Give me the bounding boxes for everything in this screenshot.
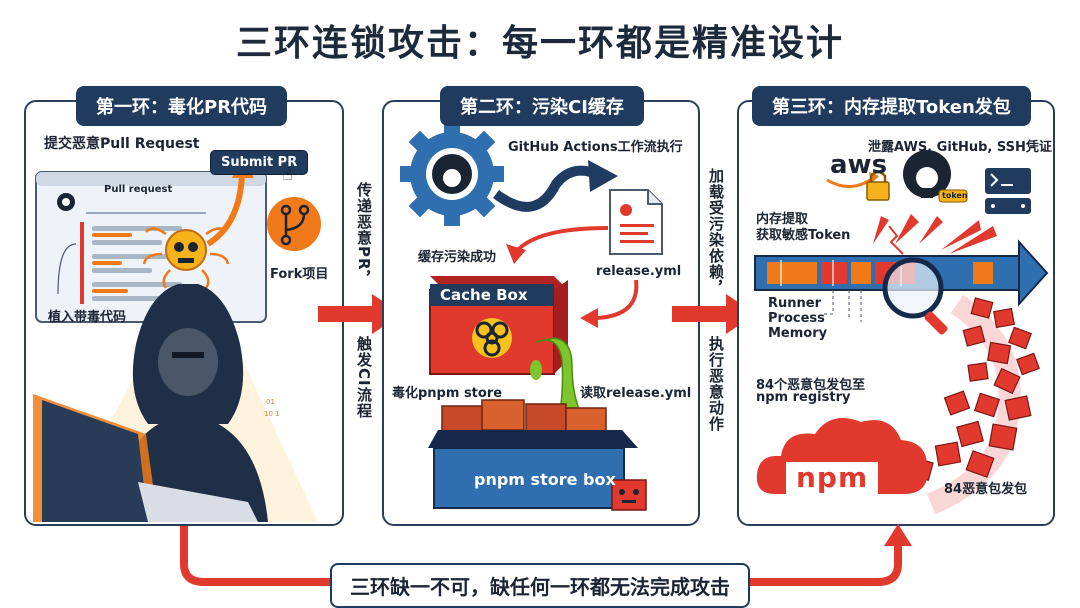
runner-label-3: Memory bbox=[768, 326, 828, 341]
aws-label: aws bbox=[830, 150, 888, 180]
token-tag: token bbox=[942, 191, 968, 200]
cache-success-label: 缓存污染成功 bbox=[418, 250, 497, 265]
lock-icon bbox=[866, 170, 890, 201]
actions-label: GitHub Actions工作流执行 bbox=[508, 140, 683, 155]
svg-text:10 1: 10 1 bbox=[264, 410, 280, 418]
svg-text:01: 01 bbox=[266, 398, 275, 406]
bottom-loop-arrow bbox=[180, 524, 912, 586]
github-icon bbox=[903, 150, 968, 203]
github-actions-gear-icon bbox=[400, 122, 504, 226]
fork-label: Fork项目 bbox=[270, 267, 329, 282]
read-release-label: 读取release.yml bbox=[580, 386, 692, 401]
connector1-bottom-text: 触发CI流程 bbox=[355, 336, 373, 419]
npm-logo-text: npm bbox=[796, 461, 869, 494]
store-box-label: pnpm store box bbox=[474, 470, 616, 489]
extract-label-2: 获取敏感Token bbox=[756, 228, 851, 243]
leak-label: 泄露AWS, GitHub, SSH凭证 bbox=[868, 140, 1052, 155]
inject-label: 植入带毒代码 bbox=[48, 310, 127, 325]
cursor-hand-icon: ☝ bbox=[282, 164, 293, 185]
hacker-figure bbox=[33, 284, 318, 522]
skull-virus-icon bbox=[142, 227, 230, 289]
npm-logo: npm bbox=[786, 461, 879, 494]
submit-pr-label: 提交恶意Pull Request bbox=[44, 136, 200, 152]
panel3-title: 第三环：内存提取Token发包 bbox=[752, 86, 1031, 126]
magnifier-icon bbox=[882, 257, 948, 335]
connector2-arrow bbox=[672, 294, 756, 334]
terminal-server-icon bbox=[985, 168, 1031, 214]
extract-label-1: 内存提取 bbox=[756, 212, 809, 227]
cache-box-label: Cache Box bbox=[440, 286, 528, 304]
runner-label-1: Runner bbox=[768, 296, 822, 311]
panel1-title: 第一环：毒化PR代码 bbox=[76, 86, 288, 126]
pr-illustration: 01 10 1 bbox=[33, 156, 321, 522]
token-illustration bbox=[754, 150, 1049, 515]
fork-icon bbox=[267, 197, 321, 251]
submit-pr-button[interactable]: Submit PR bbox=[210, 150, 309, 175]
release-yml-file-icon bbox=[609, 189, 663, 255]
connector1-top-text: 传递恶意PR， bbox=[355, 182, 373, 287]
ci-cache-illustration bbox=[400, 122, 663, 511]
submit-pr-button-label: Submit PR bbox=[221, 155, 298, 170]
connector2-bottom-text: 执行恶意动作 bbox=[707, 336, 725, 432]
pr-window-title: Pull request bbox=[104, 184, 173, 195]
connector1-arrow bbox=[318, 294, 402, 334]
malicious-package-swarm bbox=[908, 297, 1040, 482]
malicious-package-icon bbox=[611, 479, 647, 511]
biohazard-icon bbox=[475, 321, 509, 357]
pnpm-store-box bbox=[428, 399, 638, 509]
release-yml-label: release.yml bbox=[596, 264, 682, 279]
page-title: 三环连锁攻击：每一环都是精准设计 bbox=[235, 23, 844, 64]
publish-label-2: npm registry bbox=[756, 390, 851, 405]
connector2-top-text: 加载受污染依赖， bbox=[707, 168, 725, 296]
submit-arrow bbox=[206, 173, 245, 247]
publish-label-1: 84个恶意包发包至 bbox=[756, 378, 866, 393]
conclusion-banner: 三环缺一不可，缺任何一环都无法完成攻击 bbox=[330, 563, 750, 608]
poison-store-label: 毒化pnpm store bbox=[392, 386, 503, 401]
runner-label-2: Process bbox=[768, 311, 825, 326]
panel2-title: 第二环：污染CI缓存 bbox=[440, 86, 644, 126]
package-count-label: 84恶意包发包 bbox=[944, 482, 1028, 497]
